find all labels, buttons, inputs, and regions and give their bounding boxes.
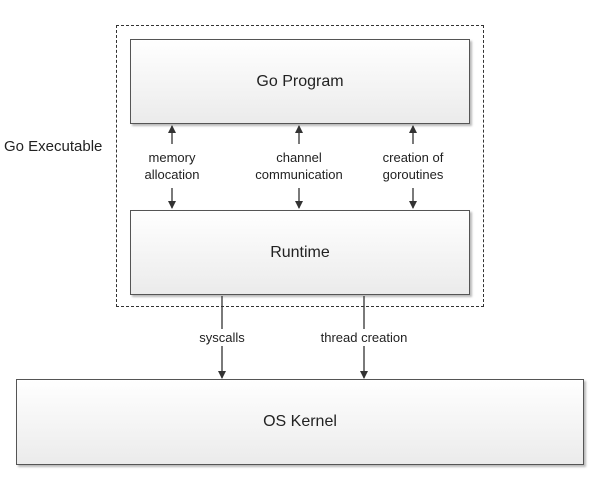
allocation-line: allocation [144, 167, 200, 182]
os-kernel-box: OS Kernel [16, 379, 584, 465]
go-program-label: Go Program [256, 72, 344, 90]
creation-of-goroutines-label: creation of goroutines [372, 149, 454, 183]
thread-creation-label: thread creation [310, 329, 418, 346]
channel-line: channel [276, 150, 322, 165]
channel-communication-label: channel communication [247, 149, 351, 183]
os-kernel-label: OS Kernel [263, 413, 337, 430]
memory-allocation-label: memory allocation [134, 149, 210, 183]
memory-line: memory [148, 150, 196, 165]
runtime-label: Runtime [270, 243, 330, 261]
runtime-box: Runtime [130, 210, 470, 295]
syscalls-label: syscalls [192, 329, 252, 346]
go-program-box: Go Program [130, 39, 470, 124]
creation-of-line: creation of [382, 150, 444, 165]
goroutines-line: goroutines [382, 167, 444, 182]
communication-line: communication [255, 167, 343, 182]
go-executable-label: Go Executable [4, 138, 103, 155]
go-executable-boundary [116, 25, 484, 307]
